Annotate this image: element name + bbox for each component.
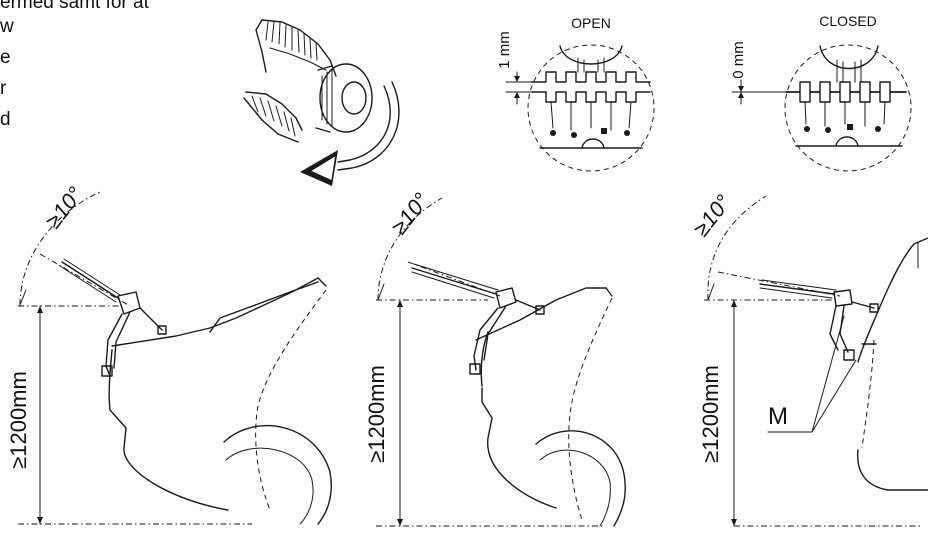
closed-title: CLOSED [819, 13, 877, 29]
mounting-view-1: ≥10° ≥1200mm [6, 182, 332, 525]
height-label: ≥1200mm [364, 365, 389, 463]
closed-detail-circle [784, 44, 912, 172]
rack-strap [61, 261, 119, 299]
closed-gap-detail: CLOSED 0 mm [730, 13, 912, 172]
callout-label: M [768, 403, 788, 430]
closed-dimension-label: 0 mm [730, 41, 747, 79]
angle-arc [19, 191, 101, 306]
height-label: ≥1200mm [6, 371, 31, 469]
text-line: ermed samt for at [0, 0, 149, 13]
rotation-knob-illustration [243, 19, 400, 186]
text-line: r [0, 78, 7, 99]
open-dimension-label: 1 mm [496, 31, 513, 69]
knob-cap [341, 81, 367, 115]
open-title: OPEN [571, 15, 611, 31]
knob-body [319, 63, 373, 133]
lower-teeth [251, 95, 296, 137]
open-detail-circle [527, 44, 655, 172]
rack-hub [833, 289, 853, 307]
text-line: w [0, 16, 14, 37]
rotation-arrow-curve [337, 81, 400, 171]
wheel-arch [223, 424, 332, 525]
text-line: e [0, 47, 11, 68]
angle-label: ≥10° [386, 188, 434, 239]
mounting-view-2: ≥10° ≥1200mm [364, 188, 626, 527]
rack-hub [495, 287, 517, 309]
car-roofline [111, 277, 319, 347]
text-line: d [0, 109, 11, 130]
clamp-teeth [265, 21, 327, 71]
angle-label: ≥10° [688, 190, 736, 241]
angle-label: ≥10° [40, 182, 88, 233]
wheel-arch [535, 430, 626, 527]
mounting-view-3: ≥10° ≥1200mm M [688, 190, 928, 527]
open-gap-detail: OPEN 1 mm [496, 15, 655, 172]
height-label: ≥1200mm [698, 365, 723, 463]
rack-hub [117, 291, 141, 315]
